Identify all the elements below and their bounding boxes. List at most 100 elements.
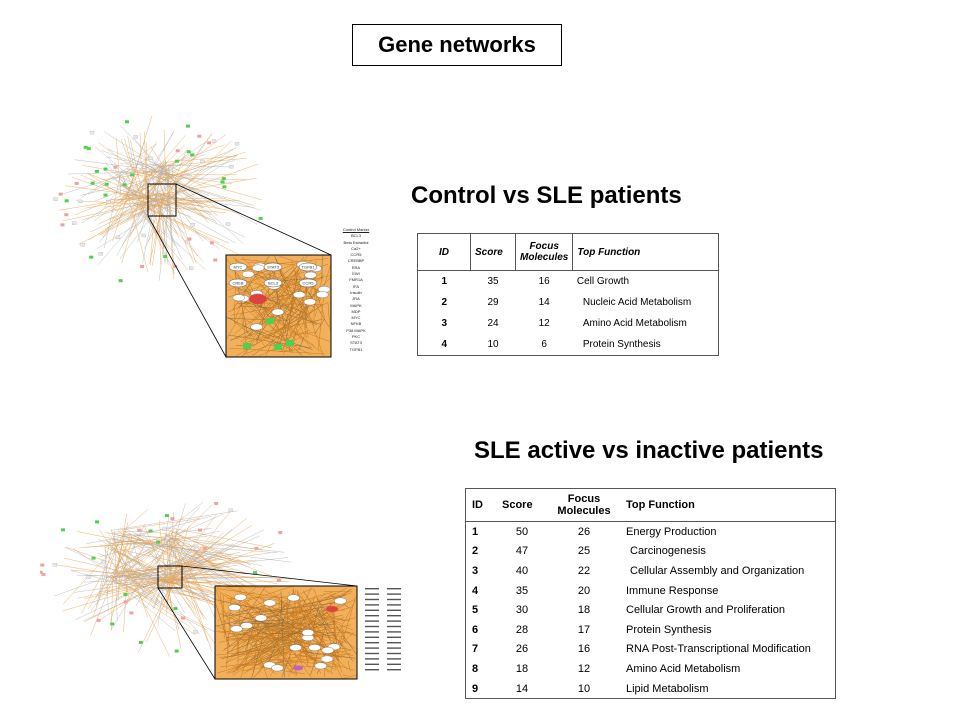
column-header-score: Score — [496, 488, 548, 522]
network-edge — [277, 598, 280, 671]
network-node — [240, 622, 253, 630]
network-edge — [257, 294, 324, 302]
network-edge — [280, 278, 308, 282]
network-edge — [270, 263, 291, 353]
network-edge — [215, 599, 275, 613]
legend-item: JRA — [352, 296, 360, 302]
network-edge — [126, 194, 206, 271]
network-edge — [144, 583, 170, 597]
network-edge — [312, 612, 348, 651]
network-edge — [266, 647, 294, 675]
network-node — [156, 540, 161, 544]
network-edge — [124, 575, 166, 608]
network-node — [98, 251, 103, 256]
network-edge — [291, 260, 324, 357]
network-edge — [230, 318, 325, 340]
legend-item — [387, 652, 401, 655]
network-node — [110, 622, 115, 626]
network-node — [229, 164, 234, 169]
network-edge — [128, 543, 165, 564]
network-edge — [73, 548, 108, 572]
network-edge — [152, 577, 165, 610]
zoom-inset — [214, 585, 358, 680]
network-node — [173, 607, 178, 611]
network-edge — [225, 633, 299, 640]
network-node — [190, 153, 195, 157]
network-node — [263, 278, 283, 288]
network-edge — [245, 606, 262, 651]
network-edge — [310, 627, 326, 676]
network-edge — [134, 133, 174, 195]
network-node — [129, 611, 134, 615]
network-edge — [175, 531, 244, 597]
table-header-row: ID Score Focus Molecules Top Function — [417, 233, 719, 271]
network-edge — [239, 586, 311, 645]
network-edge — [84, 575, 177, 623]
network-node — [220, 180, 225, 184]
network-edge — [273, 598, 354, 631]
network-node — [123, 600, 128, 604]
network-edge — [330, 599, 356, 649]
cell-id: 2 — [472, 545, 479, 558]
network-edge — [111, 581, 113, 631]
legend-item — [365, 647, 379, 649]
network-edge — [123, 543, 220, 583]
network-edge — [278, 600, 283, 626]
network-edge — [233, 587, 313, 625]
network-edge — [173, 528, 272, 549]
network-node — [106, 200, 111, 204]
network-edge — [314, 318, 325, 335]
network-edge — [157, 200, 166, 265]
network-edge — [88, 205, 145, 241]
network-node — [122, 183, 127, 187]
network-edge — [278, 291, 328, 332]
network-edge — [99, 160, 166, 243]
network-edge — [239, 607, 352, 636]
cell-focus-molecules: 22 — [577, 564, 591, 577]
network-edge — [127, 135, 136, 175]
network-node — [308, 644, 321, 651]
network-edge — [163, 129, 166, 177]
network-edge — [227, 318, 288, 321]
network-edge — [163, 200, 212, 214]
network-edge — [130, 177, 257, 200]
legend-item: Ca2+ — [351, 245, 361, 251]
cell-id: 3 — [441, 318, 448, 329]
network-edge — [170, 581, 197, 615]
network-edge — [264, 624, 287, 632]
network-node — [200, 159, 205, 164]
network-node — [320, 655, 334, 663]
network-node — [148, 529, 153, 533]
network-node — [181, 616, 186, 620]
network-node — [334, 597, 347, 605]
network-edge — [158, 195, 198, 257]
network-node — [186, 124, 191, 128]
cell-id: 2 — [441, 297, 448, 308]
cell-focus-molecules: 14 — [538, 297, 550, 308]
network-edge — [149, 192, 198, 203]
network-node — [303, 298, 317, 306]
network-node — [89, 130, 95, 135]
network-edge — [158, 197, 161, 265]
network-node — [95, 520, 100, 524]
network-node — [137, 528, 142, 532]
network-edge — [296, 590, 301, 614]
cell-score: 26 — [515, 643, 529, 656]
network-edge — [240, 599, 267, 679]
network-edge — [97, 206, 149, 265]
network-edge — [135, 528, 175, 607]
network-node — [175, 149, 180, 153]
network-node — [228, 604, 241, 611]
cell-id: 6 — [472, 623, 479, 636]
network-node — [113, 165, 118, 169]
network-edge — [113, 539, 292, 563]
network-edge — [229, 317, 254, 338]
network-edge — [241, 653, 351, 672]
network-edge — [130, 139, 146, 206]
cell-score: 40 — [515, 564, 529, 577]
network-edge — [92, 541, 119, 617]
network-node — [197, 528, 202, 532]
